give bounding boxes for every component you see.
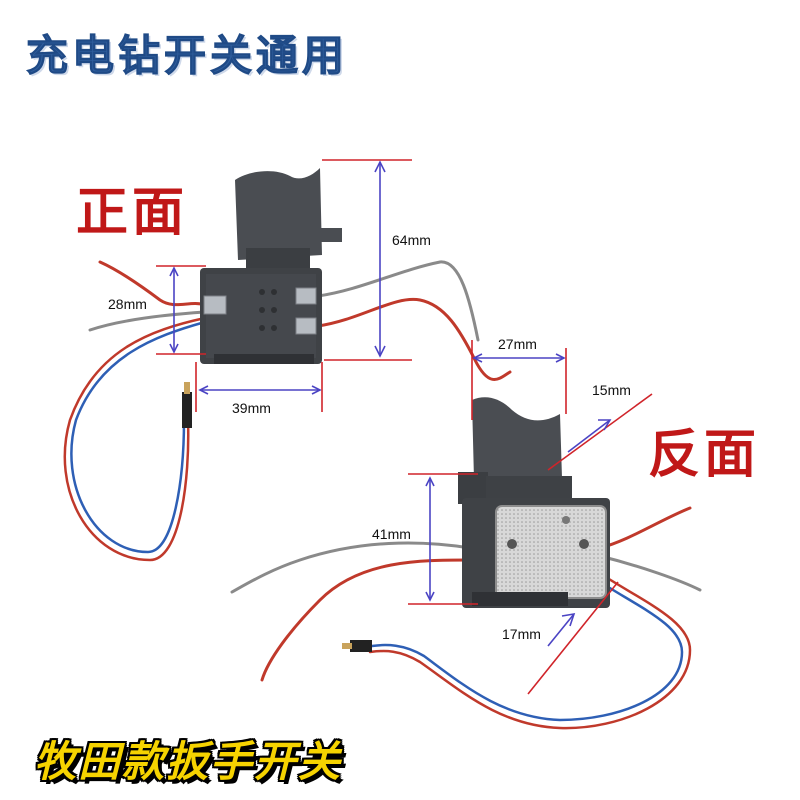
dimension-back-trigger: 15mm xyxy=(592,382,631,398)
page-title: 充电钻开关通用 xyxy=(25,31,349,81)
dimension-front-width: 39mm xyxy=(232,400,271,416)
dimension-back-height: 41mm xyxy=(372,526,411,542)
front-switch xyxy=(200,168,342,364)
back-switch xyxy=(458,397,610,608)
back-switch-wires xyxy=(230,506,702,730)
dimension-front-side: 28mm xyxy=(108,296,147,312)
dimension-front-height: 64mm xyxy=(392,232,431,248)
promo-banner: 牧田款扳手开关 xyxy=(34,737,343,786)
wire-connector-back xyxy=(350,640,372,652)
front-switch-wires xyxy=(63,260,512,562)
dimension-back-top: 27mm xyxy=(498,336,537,352)
back-label: 反面 xyxy=(648,424,761,485)
dimension-lines xyxy=(156,159,653,695)
front-label: 正面 xyxy=(76,182,189,243)
dimension-back-bottom: 17mm xyxy=(502,626,541,642)
wire-connector-front xyxy=(182,392,192,428)
